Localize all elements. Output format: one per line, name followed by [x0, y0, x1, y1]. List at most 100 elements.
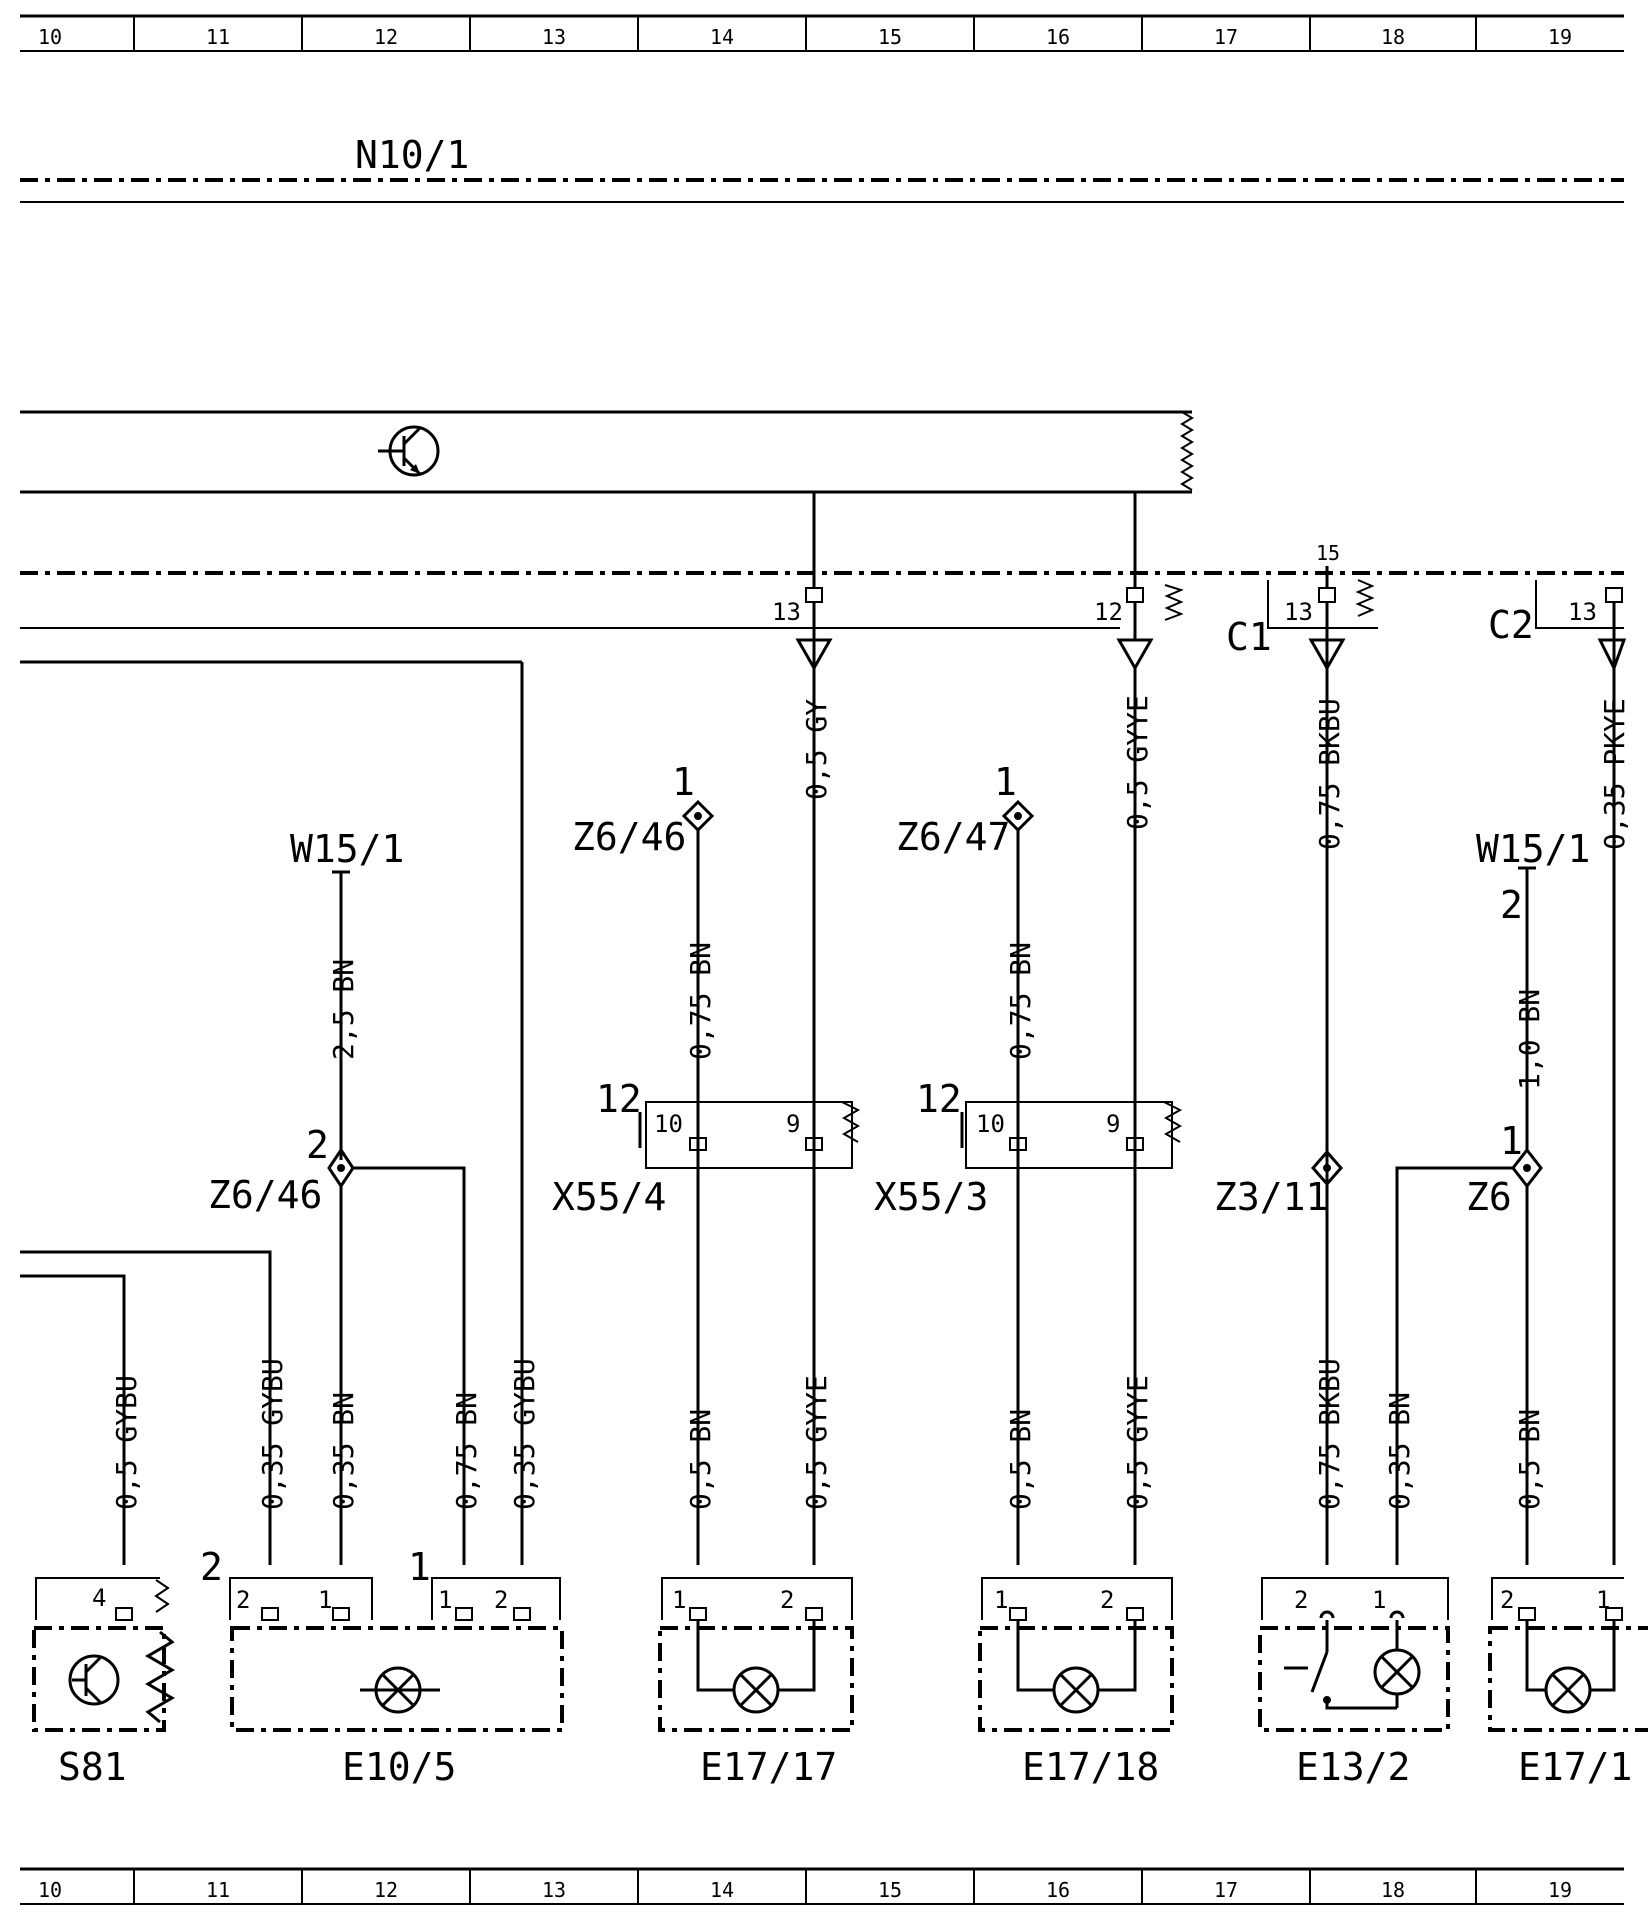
- w15-1-left-label: W15/1: [290, 827, 404, 871]
- pin-1-z6: 1: [1500, 1119, 1523, 1163]
- upper-wire-labels: 0,5 GY 0,5 GYYE 0,75 BKBU 0,35 PKYE: [800, 695, 1631, 850]
- w15-1-left-group: W15/1 2,5 BN 2 Z6/46: [208, 827, 466, 1565]
- wire-label-035gybu: 0,35 GYBU: [256, 1358, 289, 1510]
- pin-2-e1718: 2: [1100, 1586, 1114, 1614]
- z6-47-label: Z6/47: [896, 815, 1010, 859]
- wire-label-075bkbu-e132: 0,75 BKBU: [1313, 1358, 1346, 1510]
- wire-label-05bn-e1718: 0,5 BN: [1004, 1409, 1037, 1510]
- pin-2-w151: 2: [1500, 883, 1523, 927]
- pin-9-x553: 9: [1106, 1110, 1120, 1138]
- e17-18-label: E17/18: [1022, 1745, 1159, 1789]
- pin-2-e1717: 2: [780, 1586, 794, 1614]
- wire-label-05gybu: 0,5 GYBU: [110, 1375, 143, 1510]
- transistor-icon: [378, 425, 440, 477]
- pin-13-c1: 13: [1284, 598, 1313, 626]
- lamp-icon: [1052, 1666, 1100, 1714]
- grid-col-17: 17: [1214, 25, 1238, 49]
- e13-2-label: E13/2: [1296, 1745, 1410, 1789]
- pin-2-e105: 2: [236, 1586, 250, 1614]
- e17-15-label: E17/1: [1518, 1745, 1632, 1789]
- wire-label-05bn-e1715: 0,5 BN: [1513, 1409, 1546, 1510]
- grid-col-12-bottom: 12: [374, 1878, 398, 1902]
- pin-1-e1715: 1: [1596, 1586, 1610, 1614]
- n10-1-label: N10/1: [355, 133, 469, 177]
- control-unit-bus: [20, 410, 1194, 588]
- wire-label-035bn: 0,35 BN: [327, 1392, 360, 1510]
- grid-col-13: 13: [542, 25, 566, 49]
- grid-col-16-bottom: 16: [1046, 1878, 1070, 1902]
- pin-2-e1715: 2: [1500, 1586, 1514, 1614]
- e13-2-component: 2 1 E13/2: [1258, 1577, 1450, 1789]
- wire-label-075bn-e105: 0,75 BN: [450, 1392, 483, 1510]
- grid-col-10: 10: [38, 25, 62, 49]
- grid-col-19-bottom: 19: [1548, 1878, 1572, 1902]
- pin-1-e1718: 1: [994, 1586, 1008, 1614]
- ground-arrow-icon: [1116, 638, 1154, 672]
- grid-col-14-bottom: 14: [710, 1878, 734, 1902]
- wire-label-pkye: 0,35 PKYE: [1598, 698, 1631, 850]
- e10-5-component: 2 1 2 1 1 2 E10/5: [200, 1545, 564, 1789]
- wire-label-075bn: 0,75 BN: [684, 942, 717, 1060]
- wire-label-075bn-b: 0,75 BN: [1004, 942, 1037, 1060]
- wire-label-035bn-e132: 0,35 BN: [1383, 1392, 1416, 1510]
- grid-col-10-bottom: 10: [38, 1878, 62, 1902]
- pin-12-gyye: 12: [1094, 598, 1123, 626]
- switch-icon: [1310, 1651, 1329, 1693]
- pin-15-c1: 15: [1316, 541, 1340, 565]
- resistor-icon: [145, 1630, 175, 1724]
- c1-label: C1: [1226, 615, 1272, 659]
- wire-label-05bn-e1717: 0,5 BN: [684, 1409, 717, 1510]
- s81-component: 4 S81: [32, 1577, 175, 1789]
- connector-boundary: 13 12 15 13 C1 C2 13: [20, 541, 1627, 1565]
- s81-label: S81: [58, 1745, 127, 1789]
- wire-label-05gyye-e1718: 0,5 GYYE: [1121, 1375, 1154, 1510]
- grid-col-19: 19: [1548, 25, 1572, 49]
- pin-1-e132: 1: [1372, 1586, 1386, 1614]
- wire-label-25bn: 2,5 BN: [327, 959, 360, 1060]
- pin-1b-e105: 1: [438, 1586, 452, 1614]
- pin-2-e132: 2: [1294, 1586, 1308, 1614]
- x55-3-label: X55/3: [874, 1175, 988, 1219]
- lamp-icon: [374, 1666, 422, 1714]
- grid-col-16: 16: [1046, 25, 1070, 49]
- transistor-icon: [68, 1654, 120, 1706]
- x55-3-group: Z6/47 1 0,75 BN 12 10 9 X55/3: [874, 760, 1183, 1565]
- wire-label-gyye: 0,5 GYYE: [1121, 695, 1154, 830]
- pin-4-s81: 4: [92, 1584, 106, 1612]
- grid-col-12: 12: [374, 25, 398, 49]
- z3-11-label: Z3/11: [1214, 1175, 1328, 1219]
- e17-17-label: E17/17: [700, 1745, 837, 1789]
- wire-label-05gyye-e1717: 0,5 GYYE: [800, 1375, 833, 1510]
- pin-13-c2: 13: [1568, 598, 1597, 626]
- lamp-icon: [1544, 1666, 1592, 1714]
- e10-5-label: E10/5: [342, 1745, 456, 1789]
- wire-label-10bn: 1,0 BN: [1513, 989, 1546, 1090]
- pin-10-x553: 10: [976, 1110, 1005, 1138]
- wire-label-035gybu-b: 0,35 GYBU: [508, 1358, 541, 1510]
- lamp-icon: [732, 1666, 780, 1714]
- e17-17-component: 1 2 E17/17: [658, 1577, 854, 1789]
- grid-col-11: 11: [206, 25, 230, 49]
- grid-col-18-bottom: 18: [1381, 1878, 1405, 1902]
- pin-1-e105-out: 1: [408, 1545, 431, 1589]
- wire-label-bkbu: 0,75 BKBU: [1313, 698, 1346, 850]
- grid-col-17-bottom: 17: [1214, 1878, 1238, 1902]
- lower-wire-labels: 0,5 GYBU 0,35 GYBU 0,35 BN 0,75 BN 0,35 …: [110, 1358, 1546, 1510]
- grid-col-13-bottom: 13: [542, 1878, 566, 1902]
- grid-col-14: 14: [710, 25, 734, 49]
- top-grid-ruler: 10 11 12 13 14 15 16 17 18 19: [20, 14, 1624, 52]
- grid-col-15: 15: [878, 25, 902, 49]
- pin-10-x554: 10: [654, 1110, 683, 1138]
- pin-12-x553: 12: [916, 1077, 962, 1121]
- w15-1-right-label: W15/1: [1476, 827, 1590, 871]
- z6-right-label: Z6: [1466, 1175, 1512, 1219]
- w15-1-right-group: W15/1 2 1,0 BN 1 Z6: [1395, 827, 1590, 1565]
- x55-4-label: X55/4: [552, 1175, 666, 1219]
- ground-arrow-icon: [1597, 638, 1627, 672]
- pin-2-e105-out: 2: [200, 1545, 223, 1589]
- z3-11-group: Z3/11: [1214, 1149, 1343, 1219]
- pin-2-z646: 2: [306, 1123, 329, 1167]
- pin-1-e1717: 1: [672, 1586, 686, 1614]
- z6-46-top-label: Z6/46: [572, 815, 686, 859]
